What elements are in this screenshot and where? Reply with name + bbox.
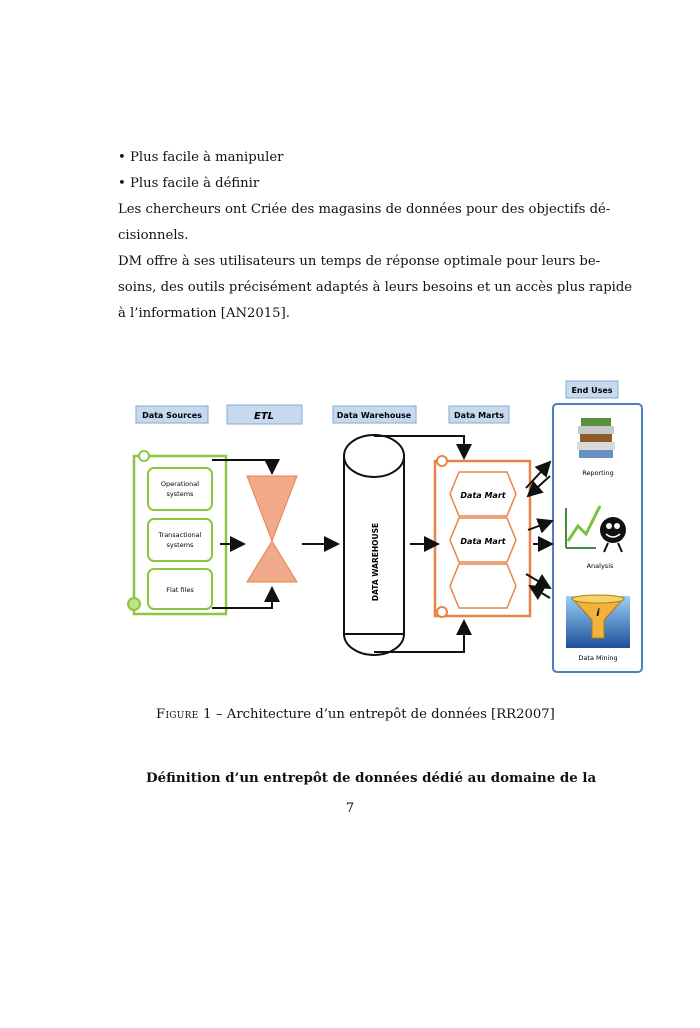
paragraph-line: cisionnels. <box>118 228 189 243</box>
data-sources-scroll: Operational systems Transactional system… <box>127 450 228 616</box>
label-end-uses: End Uses <box>565 380 619 399</box>
label-data-warehouse: Data Warehouse <box>332 405 417 424</box>
data-mining-icon: i <box>566 594 630 648</box>
svg-text:Data Marts: Data Marts <box>454 411 504 420</box>
svg-text:systems: systems <box>167 541 194 549</box>
label-data-marts: Data Marts <box>448 405 510 424</box>
svg-text:ETL: ETL <box>254 411 274 422</box>
label-etl: ETL <box>226 404 303 425</box>
data-mart-label: Data Mart <box>460 537 506 546</box>
page-number: 7 <box>345 801 355 816</box>
reporting-icon <box>577 418 615 458</box>
paragraph-line: à l’information [AN2015]. <box>118 306 290 321</box>
paragraph-line: Les chercheurs ont Criée des magasins de… <box>118 202 611 217</box>
paragraph-line: DM offre à ses utilisateurs un temps de … <box>118 254 601 269</box>
figure-caption: Figure 1 – Architecture d’un entrepôt de… <box>156 707 555 722</box>
svg-text:Data Mining: Data Mining <box>578 654 617 662</box>
flow-arrows <box>212 435 554 653</box>
svg-text:Analysis: Analysis <box>587 562 614 570</box>
svg-text:DATA WAREHOUSE: DATA WAREHOUSE <box>371 523 380 601</box>
architecture-figure: Data Sources ETL Data Warehouse Data Mar… <box>120 376 650 676</box>
caption-prefix: Figure 1 <box>156 707 212 722</box>
svg-text:End Uses: End Uses <box>571 386 612 395</box>
caption-text: – Architecture d’un entrepôt de données … <box>211 707 555 722</box>
data-mart-label: Data Mart <box>460 491 506 500</box>
svg-text:systems: systems <box>167 490 194 498</box>
etl-hourglass <box>246 475 298 583</box>
svg-text:Flat files: Flat files <box>166 586 194 594</box>
bullet-item: • Plus facile à définir <box>118 176 260 191</box>
svg-text:Operational: Operational <box>161 480 199 488</box>
paragraph-line: soins, des outils précisément adaptés à … <box>118 280 633 295</box>
svg-text:Transactional: Transactional <box>158 531 202 539</box>
svg-text:Data Warehouse: Data Warehouse <box>337 411 412 420</box>
end-uses-box: Reporting Analysis i Data Mining <box>552 403 643 673</box>
data-warehouse-cylinder: DATA WAREHOUSE <box>343 434 405 656</box>
bullet-item: • Plus facile à manipuler <box>118 150 284 165</box>
section-heading: Définition d’un entrepôt de données dédi… <box>146 770 597 786</box>
analysis-icon <box>565 505 626 553</box>
label-data-sources: Data Sources <box>135 405 209 424</box>
svg-text:Data Sources: Data Sources <box>142 411 202 420</box>
svg-text:Reporting: Reporting <box>582 469 614 477</box>
data-marts-scroll: Data Mart Data Mart <box>433 455 532 618</box>
bullet-text: Plus facile à définir <box>129 176 260 191</box>
bullet-text: Plus facile à manipuler <box>129 150 284 165</box>
svg-text:i: i <box>596 608 600 619</box>
